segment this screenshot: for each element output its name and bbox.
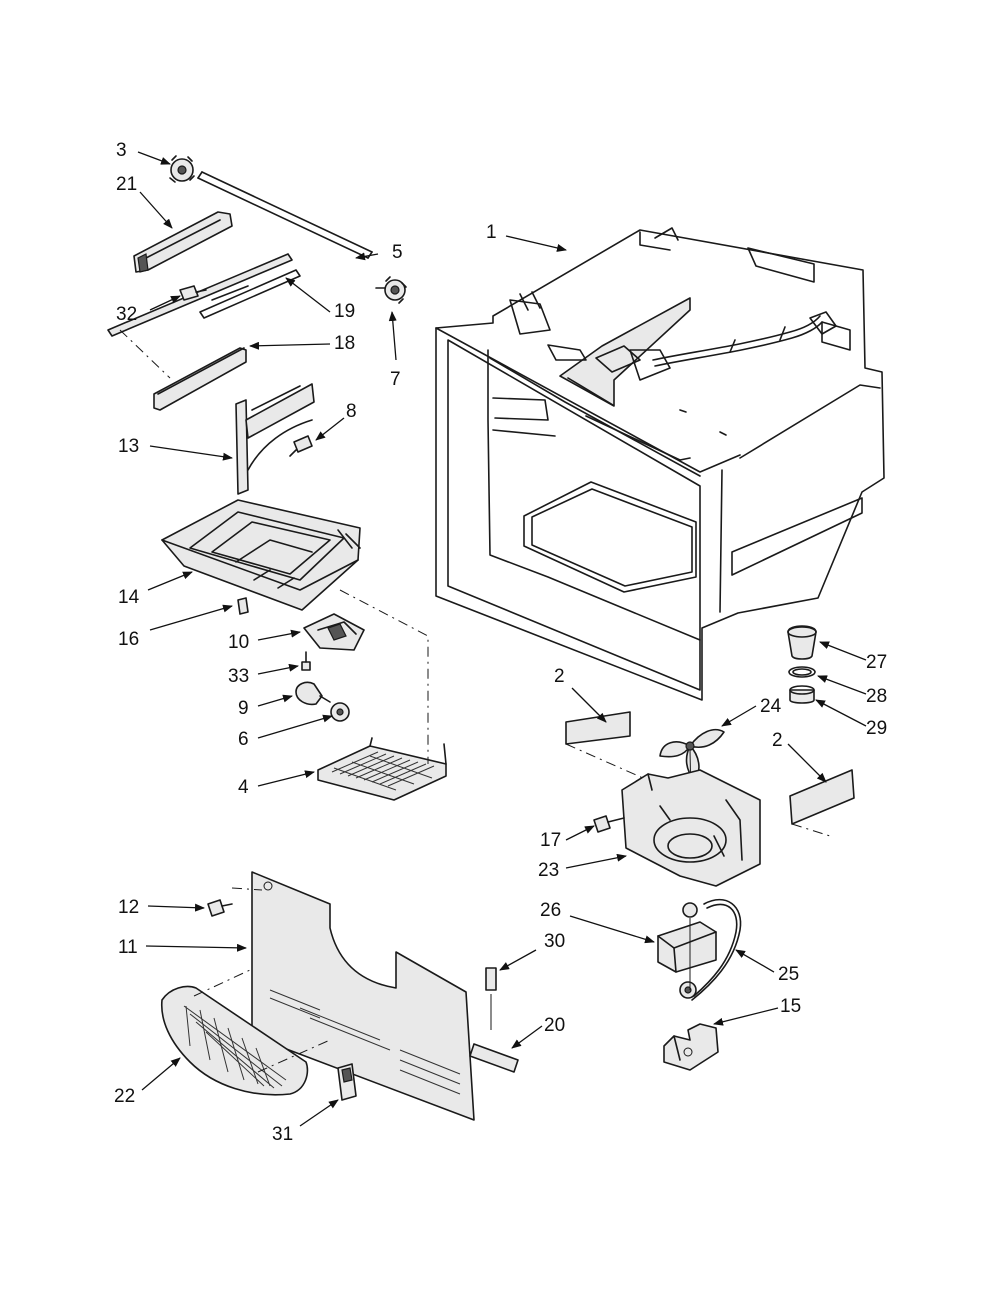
rail-part <box>107 253 301 337</box>
pin-part <box>485 967 497 1030</box>
callout-2-left: 2 <box>554 666 565 687</box>
callout-17: 17 <box>540 830 561 851</box>
fan-blade-part <box>659 728 725 851</box>
fan-shroud-part <box>621 769 761 887</box>
callout-24: 24 <box>760 696 782 717</box>
rod-part <box>197 171 373 259</box>
callout-16: 16 <box>118 629 139 650</box>
callout-13: 13 <box>118 436 139 457</box>
callout-25: 25 <box>778 964 799 985</box>
callout-6: 6 <box>238 729 249 750</box>
callout-22: 22 <box>114 1086 135 1107</box>
screw-part <box>301 651 311 671</box>
bulb-socket-part <box>330 702 350 722</box>
drain-cup-part <box>787 625 817 660</box>
callout-23: 23 <box>538 860 559 881</box>
callout-12: 12 <box>118 897 139 918</box>
cover-panel-part <box>231 871 475 1121</box>
callout-28: 28 <box>866 686 887 707</box>
freezer-liner-part <box>435 227 885 701</box>
callout-1: 1 <box>486 222 497 243</box>
screw-part <box>179 285 207 301</box>
clip-part <box>237 597 249 615</box>
tray-part <box>161 499 361 611</box>
screw-part <box>593 815 625 833</box>
callout-29: 29 <box>866 718 887 739</box>
callout-27: 27 <box>866 652 887 673</box>
screw-part <box>207 899 233 917</box>
mounting-bracket-part <box>235 383 315 495</box>
callout-26: 26 <box>540 900 561 921</box>
callout-31: 31 <box>272 1124 293 1145</box>
motor-wire-part <box>691 898 742 1001</box>
light-bulb-part <box>295 681 331 706</box>
leader-lines <box>137 151 867 1127</box>
callout-2-right: 2 <box>772 730 783 751</box>
callout-21: 21 <box>116 174 137 195</box>
callout-labels: 1 2 2 3 4 5 6 7 8 9 10 11 12 13 14 15 16… <box>114 140 887 1145</box>
slide-part <box>119 329 247 411</box>
callout-32: 32 <box>116 304 137 325</box>
callout-5: 5 <box>392 242 403 263</box>
light-housing-part <box>303 613 365 651</box>
callout-33: 33 <box>228 666 249 687</box>
callout-10: 10 <box>228 632 249 653</box>
callout-9: 9 <box>238 698 249 719</box>
gear-part <box>375 276 407 304</box>
slide-bracket-part <box>133 211 233 273</box>
washer-part <box>789 685 815 704</box>
callout-11: 11 <box>118 937 138 958</box>
callout-14: 14 <box>118 587 140 608</box>
o-ring-part <box>788 666 816 678</box>
callout-3: 3 <box>116 140 127 161</box>
callout-8: 8 <box>346 401 357 422</box>
grille-part <box>317 589 447 801</box>
motor-bracket-part <box>663 1023 719 1071</box>
gear-part <box>169 155 195 183</box>
front-grille-part <box>160 969 331 1096</box>
callout-15: 15 <box>780 996 801 1017</box>
insulation-pad-part <box>565 711 855 837</box>
callout-4: 4 <box>238 777 249 798</box>
callout-20: 20 <box>544 1015 565 1036</box>
callout-7: 7 <box>390 369 401 390</box>
callout-30: 30 <box>544 931 565 952</box>
fan-motor-part <box>657 902 717 999</box>
latch-part <box>337 1063 357 1101</box>
screw-part <box>289 435 313 457</box>
callout-19: 19 <box>334 301 355 322</box>
tube-part <box>469 1043 519 1073</box>
callout-18: 18 <box>334 333 355 354</box>
